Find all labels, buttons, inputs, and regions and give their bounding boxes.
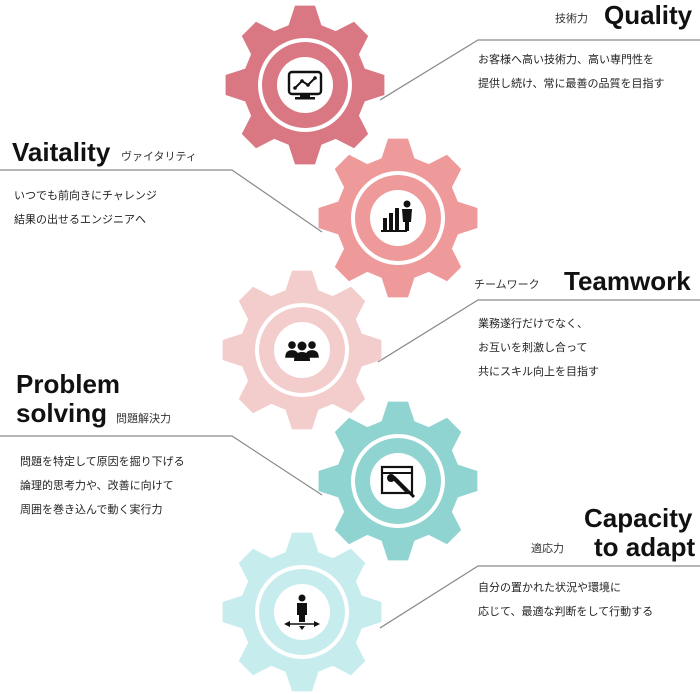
quality-line-2: 提供し続け、常に最善の品質を目指す [478, 77, 665, 90]
problem-title-line-2: solving [16, 398, 108, 428]
problem-japanese-label: 問題解決力 [116, 412, 171, 425]
quality-description: お客様へ高い技術力、高い専門性を 提供し続け、常に最善の品質を目指す [478, 48, 664, 96]
adapt-line-2: 応じて、最適な判断をして行動する [478, 605, 654, 618]
adapt-title-line-2: to adapt [594, 532, 696, 562]
vitality-japanese-label: ヴァイタリティ [121, 150, 197, 163]
problem-title-line-1: Problem [16, 369, 121, 399]
teamwork-japanese-label: チームワーク [474, 278, 540, 291]
vitality-line-1: いつでも前向きにチャレンジ [14, 189, 157, 202]
gear-quality [225, 5, 385, 165]
connector-line-vitality [0, 169, 323, 233]
adapt-japanese-label: 適応力 [531, 542, 564, 555]
connector-line-quality [379, 39, 700, 101]
adapt-description: 自分の置かれた状況や環境に 応じて、最適な判断をして行動する [478, 576, 653, 624]
adapt-title-line-1: Capacity [584, 503, 693, 533]
teamwork-line-3: 共にスキル向上を目指す [478, 365, 599, 378]
vitality-title: Vaitality [12, 137, 111, 167]
person-directions-icon [284, 594, 320, 630]
gear-teamwork [222, 270, 382, 430]
gear-adapt [222, 532, 382, 692]
connector-lines [0, 39, 700, 629]
quality-title: Quality [604, 0, 693, 30]
gear-problem [318, 401, 478, 561]
connector-line-teamwork [377, 299, 700, 363]
monitor-chart-icon [287, 70, 323, 100]
browser-wrench-icon [380, 465, 416, 499]
problem-line-2: 論理的思考力や、改善に向けて [20, 479, 174, 492]
team-people-icon [285, 341, 319, 361]
problem-line-1: 問題を特定して原因を掘り下げる [20, 455, 185, 468]
teamwork-line-2: お互いを刺激し合って [478, 341, 588, 354]
vitality-line-2: 結果の出せるエンジニアへ [14, 213, 146, 226]
gear-vitality [318, 138, 478, 298]
adapt-line-1: 自分の置かれた状況や環境に [478, 581, 621, 594]
teamwork-description: 業務遂行だけでなく、 お互いを刺激し合って 共にスキル向上を目指す [478, 312, 599, 384]
problem-line-3: 周囲を巻き込んで動く実行力 [20, 503, 163, 516]
problem-description: 問題を特定して原因を掘り下げる 論理的思考力や、改善に向けて 周囲を巻き込んで動… [20, 450, 185, 522]
vitality-description: いつでも前向きにチャレンジ 結果の出せるエンジニアへ [14, 184, 157, 232]
quality-line-1: お客様へ高い技術力、高い専門性を [478, 53, 654, 66]
growth-bars-person-icon [381, 200, 412, 232]
teamwork-line-1: 業務遂行だけでなく、 [478, 317, 588, 330]
gears-group [222, 5, 478, 692]
gear-quality-hub [277, 57, 333, 113]
quality-japanese-label: 技術力 [555, 12, 588, 25]
teamwork-title: Teamwork [564, 266, 691, 296]
connector-line-problem [0, 435, 323, 496]
connector-line-adapt [379, 565, 700, 629]
